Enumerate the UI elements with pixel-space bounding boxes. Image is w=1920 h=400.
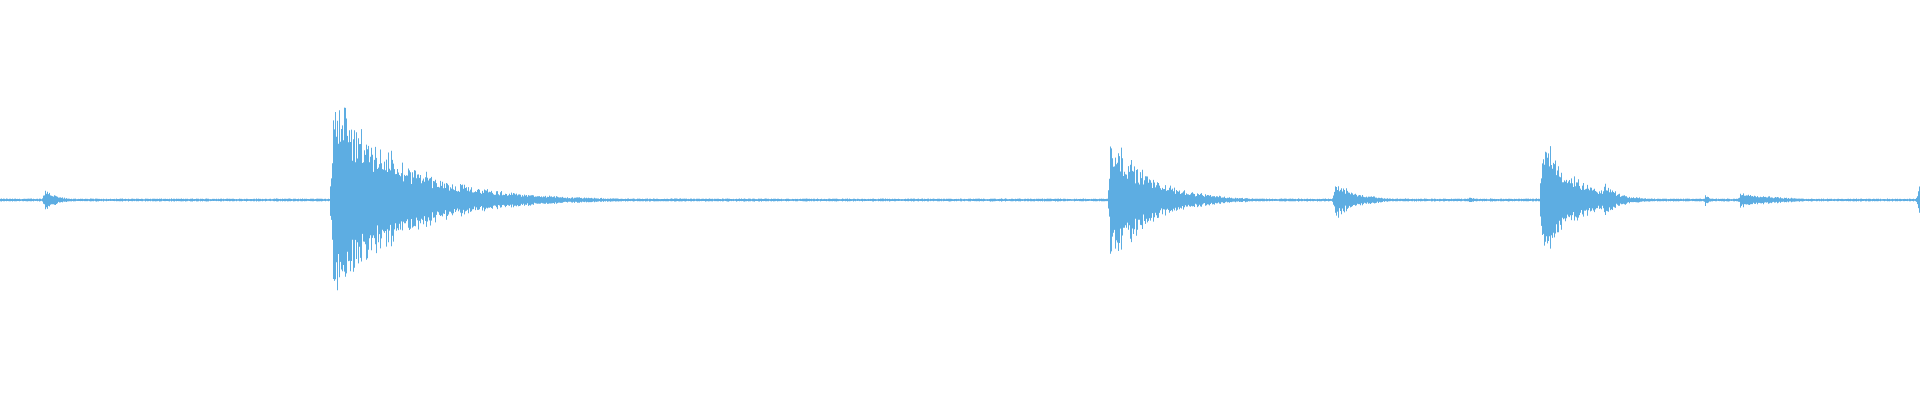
waveform-channel [0,107,1920,291]
waveform-samples [0,107,1920,291]
